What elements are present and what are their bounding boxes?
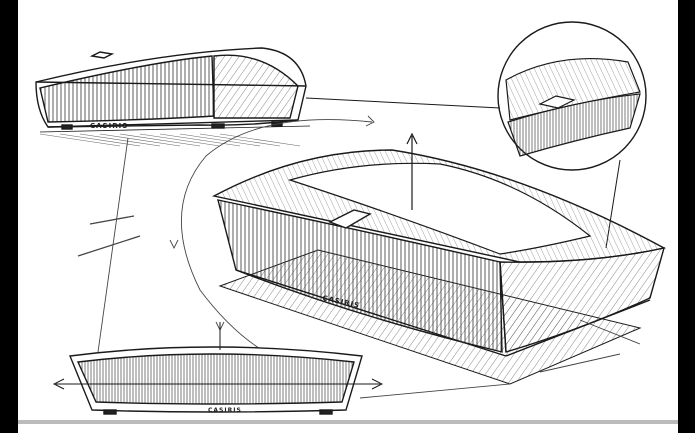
front-view-bottom [52,322,384,415]
brand-label-top: CASIRIS [90,122,128,130]
perspective-view [211,132,666,385]
brand-label-bottom: CASIRIS [208,407,242,414]
construction-lines [77,115,641,399]
detail-circle [305,21,647,249]
side-view-top [35,47,311,147]
scan-bar [18,420,678,424]
